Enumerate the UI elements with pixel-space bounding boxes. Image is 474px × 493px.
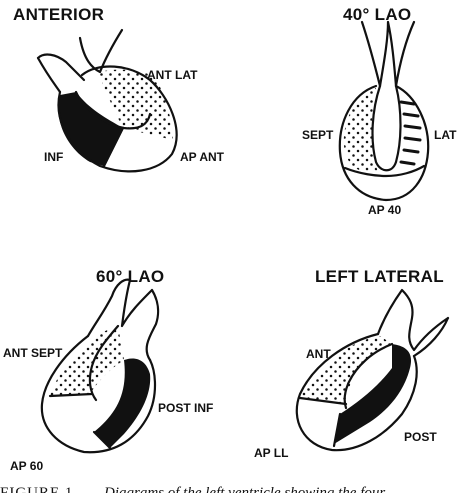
- anterior-ventricle-outline: [57, 65, 178, 173]
- left-lateral-divider-apical: [298, 396, 348, 406]
- label-inf: INF: [44, 150, 63, 164]
- panel-title-lao60: 60° LAO: [96, 267, 164, 286]
- label-lat: LAT: [434, 128, 457, 142]
- label-sept: SEPT: [302, 128, 334, 142]
- lao60-divider-apical: [48, 392, 94, 398]
- anterior-vessel-outer: [36, 56, 62, 94]
- label-ap-ll: AP LL: [254, 446, 288, 460]
- lao40-apical-divider: [343, 164, 426, 178]
- panel-lao40: 40° LAO SEPT LAT AP 40: [302, 5, 457, 217]
- label-ap40: AP 40: [368, 203, 401, 217]
- panel-title-left-lateral: LEFT LATERAL: [315, 267, 444, 286]
- label-post: POST: [404, 430, 437, 444]
- lao40-ventricle-outline: [338, 84, 430, 202]
- anterior-vessel: [36, 28, 124, 82]
- lao60-cavity-outline: [88, 324, 120, 402]
- label-ant-lat: ANT LAT: [147, 68, 198, 82]
- lao40-vessel: [360, 20, 416, 88]
- caption-text: Diagrams of the left ventricle showing t…: [103, 485, 385, 493]
- label-post-inf: POST INF: [158, 401, 213, 415]
- left-lateral-cavity-outline: [343, 342, 394, 410]
- anterior-divider-apical: [102, 126, 125, 168]
- panel-left-lateral: LEFT LATERAL ANT POST AP LL: [254, 267, 450, 460]
- sept-segment: [343, 88, 378, 172]
- ant-sept-segment: [50, 326, 124, 396]
- label-ap60: AP 60: [10, 459, 43, 473]
- left-lateral-ventricle-outline: [295, 332, 418, 452]
- label-ap-ant: AP ANT: [180, 150, 225, 164]
- left-lateral-vessel: [376, 288, 450, 358]
- lao60-vessel: [86, 278, 160, 362]
- post-inf-segment: [94, 358, 151, 448]
- panel-title-lao40: 40° LAO: [343, 5, 411, 24]
- left-lateral-divider-inferior: [332, 412, 342, 448]
- ant-segment: [300, 336, 392, 404]
- label-ant-sept: ANT SEPT: [3, 346, 63, 360]
- label-ant: ANT: [306, 347, 331, 361]
- panel-lao60: 60° LAO ANT SEPT POST INF AP 60: [3, 267, 213, 473]
- lao40-cavity-outline: [371, 84, 402, 172]
- lao60-ventricle-outline: [40, 334, 157, 454]
- lat-segment-hatching: [399, 100, 422, 166]
- figure-caption: FIGURE 1. Diagrams of the left ventricle…: [0, 485, 385, 493]
- ant-lat-segment: [98, 69, 173, 140]
- caption-figure-label: FIGURE 1.: [0, 485, 78, 493]
- lao60-divider-inferior: [92, 430, 112, 450]
- panel-anterior: ANTERIOR ANT LAT INF AP ANT: [13, 5, 225, 173]
- panel-title-anterior: ANTERIOR: [13, 5, 104, 24]
- post-segment: [334, 344, 412, 444]
